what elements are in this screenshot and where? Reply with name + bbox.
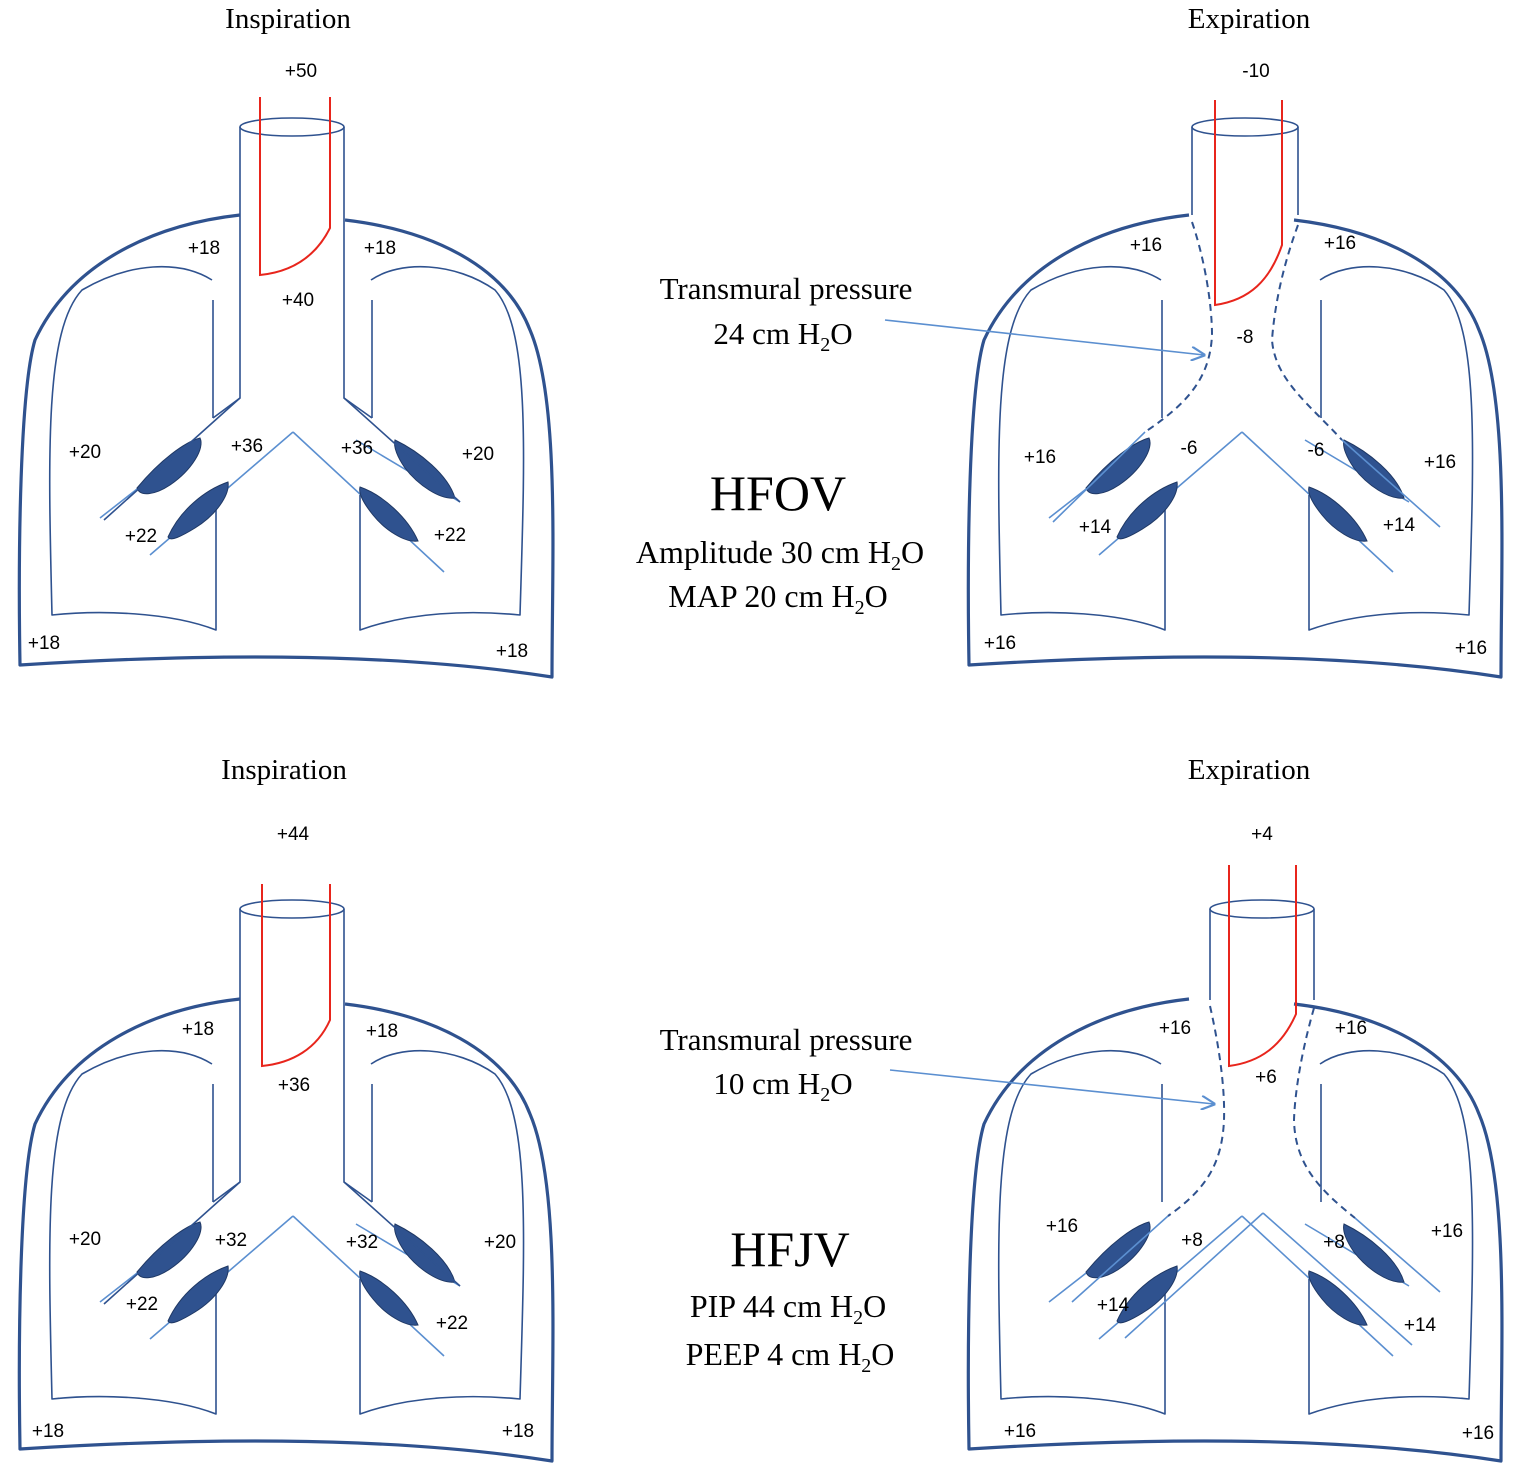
bronchus-pressure-left: +32 (215, 1230, 247, 1251)
trachea-branch (212, 1181, 373, 1203)
trachea-wall (1209, 909, 1315, 1000)
lung-pressure-left: +20 (69, 1229, 101, 1250)
bronchus-wall (1071, 1215, 1441, 1303)
airway-opening-pressure: +44 (277, 824, 310, 845)
lower-pressure-left: +14 (1079, 517, 1112, 538)
pleural-pressure-left: +16 (1159, 1018, 1191, 1039)
phase-title: Inspiration (221, 754, 347, 786)
transmural-label: Transmural pressure (660, 1022, 913, 1057)
lung-pressure-right: +16 (1424, 452, 1456, 473)
corner-pressure-right: +18 (496, 641, 528, 662)
lung-pressure-right: +20 (462, 444, 494, 465)
lower-pressure-left: +22 (126, 1294, 158, 1315)
transmural-value: 10 cm H2O (713, 1066, 852, 1106)
trachea-pressure: +40 (282, 290, 314, 311)
lower-pressure-right: +22 (436, 1313, 468, 1334)
corner-pressure-left: +18 (32, 1421, 64, 1442)
lower-pressure-right: +14 (1404, 1315, 1437, 1336)
airway-opening-pressure: +4 (1251, 824, 1273, 845)
corner-pressure-left: +18 (28, 633, 60, 654)
bronchus-pressure-right: +36 (341, 438, 373, 459)
bronchus-pressure-right: +8 (1323, 1232, 1345, 1253)
trachea-opening (239, 117, 345, 137)
trachea-pressure: +36 (278, 1075, 310, 1096)
hfov-inspiration-panel: Inspiration +50 +40 +18 +18 +20 +20 +36 … (17, 3, 555, 679)
collapsed-wall-left (1144, 221, 1214, 433)
hfjv-expiration-overlay: Expiration +4 +6 +16 +16 +16 +16 +8 +8 +… (889, 754, 1494, 1444)
trachea-pressure: -8 (1237, 327, 1254, 348)
pleural-pressure-left: +18 (188, 238, 220, 259)
corner-pressure-right: +16 (1455, 638, 1487, 659)
lung-pressure-right: +20 (484, 1232, 516, 1253)
setting-peep: PEEP 4 cm H2O (686, 1336, 895, 1377)
bronchus-pressure-left: +8 (1181, 1230, 1203, 1251)
hfjv-inspiration-panel (17, 884, 555, 1463)
endotracheal-tube (1228, 865, 1297, 1068)
hfjv-summary: Transmural pressure 10 cm H2O HFJV PIP 4… (660, 1022, 913, 1377)
bronchus-pressure-right: -6 (1308, 440, 1325, 461)
trachea-opening (1209, 899, 1315, 919)
lower-pressure-right: +14 (1383, 515, 1416, 536)
airway-branch (1124, 1212, 1413, 1346)
pleural-pressure-right: +16 (1324, 233, 1356, 254)
bronchus-pressure-left: -6 (1181, 438, 1198, 459)
lung-pressure-left: +16 (1024, 447, 1056, 468)
trachea-opening (239, 899, 345, 919)
lung-pressure-left: +20 (69, 442, 101, 463)
lung-pressure-right: +16 (1431, 1221, 1463, 1242)
setting-amplitude: Amplitude 30 cm H2O (636, 534, 924, 575)
thorax-outline (966, 213, 1504, 679)
pleural-pressure-left: +18 (182, 1019, 214, 1040)
corner-pressure-left: +16 (984, 633, 1016, 654)
corner-pressure-left: +16 (1004, 1421, 1036, 1442)
hfjv-inspiration-labels: Inspiration +44 +36 +18 +18 +20 +20 +32 … (32, 754, 534, 1442)
lower-pressure-left: +14 (1097, 1295, 1130, 1316)
trachea-wall (1191, 127, 1299, 215)
pleural-pressure-right: +18 (366, 1021, 398, 1042)
pleural-pressure-left: +16 (1130, 235, 1162, 256)
lower-pressure-left: +22 (125, 526, 157, 547)
transmural-label: Transmural pressure (660, 271, 913, 306)
mode-name: HFOV (710, 465, 846, 521)
pleural-pressure-right: +18 (364, 238, 396, 259)
lung-pressure-left: +16 (1046, 1216, 1078, 1237)
endotracheal-tube (261, 884, 331, 1068)
phase-title: Expiration (1188, 754, 1311, 786)
trachea-pressure: +6 (1255, 1067, 1277, 1088)
setting-pip: PIP 44 cm H2O (690, 1288, 886, 1329)
endotracheal-tube (259, 97, 331, 277)
phase-title: Expiration (1188, 3, 1311, 35)
corner-pressure-right: +16 (1462, 1423, 1494, 1444)
bronchus-pressure-right: +32 (346, 1232, 378, 1253)
bronchus-pressure-left: +36 (231, 436, 263, 457)
hfov-expiration-panel: Expiration -10 -8 +16 +16 +16 +16 -6 -6 … (884, 3, 1504, 679)
mode-name: HFJV (730, 1221, 849, 1277)
transmural-value: 24 cm H2O (713, 316, 852, 356)
airway-opening-pressure: +50 (285, 61, 317, 82)
setting-map: MAP 20 cm H2O (668, 578, 887, 619)
corner-pressure-right: +18 (502, 1421, 534, 1442)
airway-opening-pressure: -10 (1242, 61, 1269, 82)
collapsed-wall-left (1167, 1005, 1226, 1217)
trachea-branch (212, 397, 373, 419)
collapsed-wall-right (1292, 1007, 1356, 1219)
bronchus-wall (1052, 431, 1441, 528)
hfov-summary: Transmural pressure 24 cm H2O HFOV Ampli… (636, 271, 924, 619)
lower-pressure-right: +22 (434, 525, 466, 546)
phase-title: Inspiration (225, 3, 351, 35)
transmural-arrow (884, 319, 1204, 355)
collapsed-wall-right (1270, 224, 1343, 441)
transmural-arrow (889, 1069, 1214, 1104)
pleural-pressure-right: +16 (1335, 1018, 1367, 1039)
endotracheal-tube (1214, 100, 1283, 307)
